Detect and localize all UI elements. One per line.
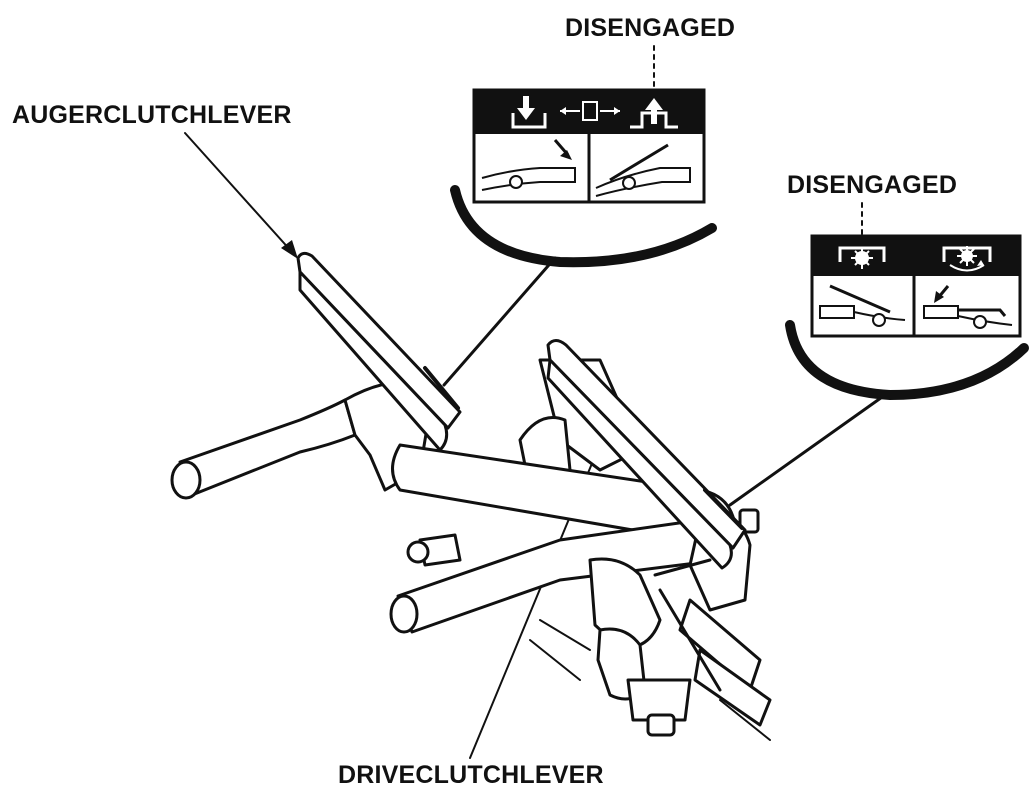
drive-clutch-lever-label: DRIVECLUTCHLEVER <box>338 761 604 789</box>
drive-clutch-lever <box>546 339 747 570</box>
handlebar-assembly <box>170 358 772 741</box>
drive-decal-callout <box>728 234 1029 507</box>
drive-clutch-decal <box>810 234 1022 338</box>
auger-lever-leader-arrow <box>184 132 298 259</box>
arrow-up-icon <box>630 98 678 129</box>
gear-icon <box>838 246 886 269</box>
lever-pressed-icon <box>923 285 1013 329</box>
lever-released-icon <box>595 143 691 197</box>
auger-clutch-lever-label: AUGERCLUTCHLEVER <box>12 101 292 129</box>
auger-clutch-lever <box>296 251 462 452</box>
arrow-down-icon <box>511 96 547 129</box>
drive-decal-bubble <box>785 320 1029 400</box>
auger-decal-state-label: DISENGAGED <box>565 14 735 42</box>
lever-released-icon <box>819 284 906 327</box>
auger-clutch-decal <box>472 88 706 204</box>
auger-engage-icon <box>560 101 620 121</box>
gear-rotate-icon <box>942 246 992 272</box>
drive-decal-state-label: DISENGAGED <box>787 171 957 199</box>
auger-decal-callout <box>442 88 717 387</box>
auger-decal-bubble <box>450 185 717 268</box>
lever-pressed-icon <box>481 139 576 191</box>
